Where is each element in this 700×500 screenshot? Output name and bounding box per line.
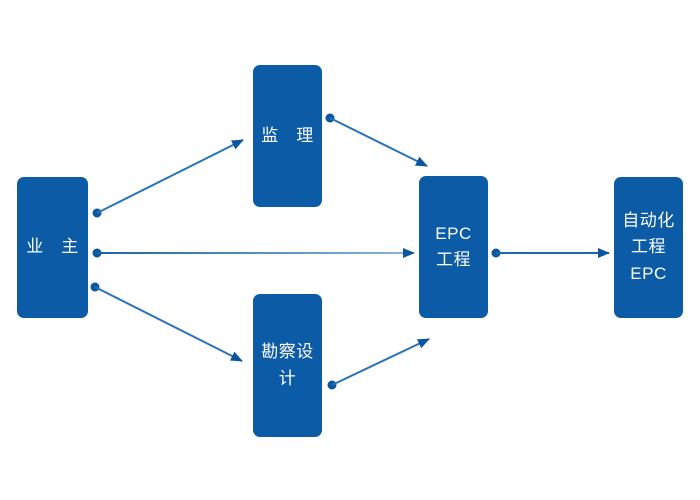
arrow-owner-to-epc	[92, 248, 415, 258]
arrow-supervision-to-epc	[325, 113, 428, 167]
node-automation-epc-label: 自动化 工程EPC	[622, 210, 675, 283]
arrow-owner-to-supervision	[92, 139, 244, 218]
node-epc-label: EPC 工程	[435, 223, 472, 269]
node-automation-epc: 自动化 工程EPC	[614, 177, 683, 318]
node-survey-design-label: 勘察设计	[261, 342, 314, 388]
node-owner: 业 主	[17, 177, 88, 318]
node-supervision: 监 理	[253, 65, 322, 207]
node-supervision-label: 监 理	[261, 125, 314, 145]
arrow-epc-to-automation-epc	[491, 248, 610, 258]
node-survey-design: 勘察设计	[253, 294, 322, 437]
arrow-survey-design-to-epc	[327, 338, 430, 390]
arrow-owner-to-survey-design	[90, 282, 243, 362]
node-owner-label: 业 主	[26, 237, 79, 257]
node-epc: EPC 工程	[419, 176, 488, 318]
